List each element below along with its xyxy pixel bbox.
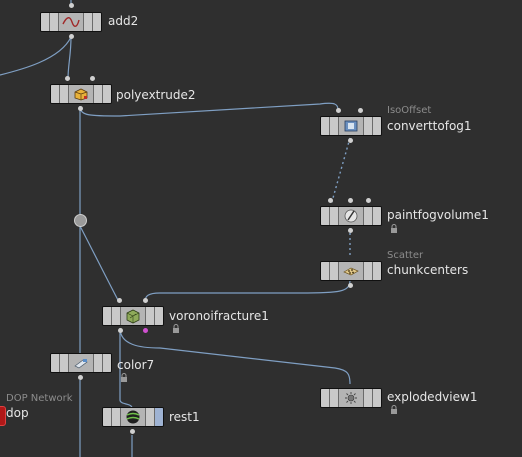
voronoi-cube-icon xyxy=(126,309,140,324)
wire-polyextrude2-converttofog1 xyxy=(79,102,339,117)
dop-label: dop xyxy=(6,406,29,420)
output-port[interactable] xyxy=(348,228,353,233)
exploded-view-icon xyxy=(345,392,357,404)
node-type-label: Scatter xyxy=(387,250,424,261)
paint-brush-icon xyxy=(344,209,358,223)
input-port[interactable] xyxy=(117,298,122,303)
group-output-port[interactable] xyxy=(143,328,148,333)
node-label: polyextrude2 xyxy=(116,88,196,102)
input-port[interactable] xyxy=(348,198,353,203)
lock-icon[interactable] xyxy=(120,373,128,382)
wire-voronoi-rest1 xyxy=(119,328,133,409)
isooffset-icon xyxy=(344,120,358,132)
wave-icon xyxy=(62,17,80,27)
node-label: chunkcenters xyxy=(387,263,469,277)
wire-add2-polyextrude2 xyxy=(67,36,72,80)
node-label: paintfogvolume1 xyxy=(387,208,489,222)
node-type-label: IsoOffset xyxy=(387,105,432,116)
input-port[interactable] xyxy=(143,298,148,303)
extrude-cube-icon xyxy=(74,88,88,101)
lock-icon[interactable] xyxy=(390,405,398,414)
color-icon xyxy=(74,359,88,369)
lock-icon[interactable] xyxy=(390,224,398,233)
input-port[interactable] xyxy=(358,108,363,113)
output-port[interactable] xyxy=(78,375,83,380)
output-port[interactable] xyxy=(78,106,83,111)
dot-node[interactable] xyxy=(74,214,87,227)
input-port[interactable] xyxy=(336,108,341,113)
wire-chunkcenters-voronoi xyxy=(144,279,351,303)
input-port[interactable] xyxy=(366,198,371,203)
wire-converttofog1-paintfog xyxy=(330,137,351,206)
output-port[interactable] xyxy=(130,429,135,434)
output-port[interactable] xyxy=(348,283,353,288)
input-port[interactable] xyxy=(65,76,70,81)
scatter-icon xyxy=(343,267,359,276)
node-label: color7 xyxy=(117,358,155,372)
node-label: add2 xyxy=(108,14,139,28)
wire-add2-left xyxy=(0,36,72,76)
dop-type-label: DOP Network xyxy=(6,393,73,404)
rest-sphere-icon xyxy=(126,410,140,424)
input-port[interactable] xyxy=(328,198,333,203)
input-port[interactable] xyxy=(90,76,95,81)
input-port[interactable] xyxy=(69,3,74,8)
lock-icon[interactable] xyxy=(172,324,180,333)
output-port[interactable] xyxy=(348,138,353,143)
output-port[interactable] xyxy=(69,34,74,39)
dop-node-tile[interactable] xyxy=(0,406,6,426)
node-label: rest1 xyxy=(169,410,200,424)
wire-voronoi-explodedview1 xyxy=(119,327,351,385)
node-label: voronoifracture1 xyxy=(169,309,269,323)
output-port[interactable] xyxy=(118,328,123,333)
node-label: explodedview1 xyxy=(387,390,478,404)
node-label: converttofog1 xyxy=(387,119,472,133)
wire-dot-voronoi xyxy=(79,225,120,303)
